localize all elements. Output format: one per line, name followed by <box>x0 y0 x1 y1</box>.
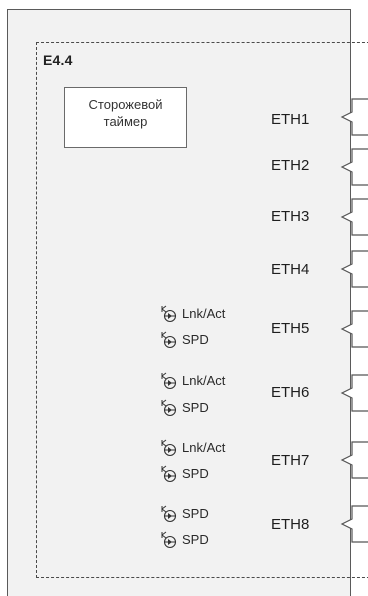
led-indicator-row: SPD <box>159 465 209 483</box>
led-indicator-row: SPD <box>159 531 209 549</box>
led-icon <box>161 531 177 549</box>
watchdog-timer-block: Сторожевой таймер <box>64 87 187 148</box>
port-label-eth3: ETH3 <box>271 208 310 225</box>
module-boundary <box>36 42 368 578</box>
led-indicator-row: Lnk/Act <box>159 439 225 457</box>
led-indicator-row: SPD <box>159 505 209 523</box>
port-label-eth2: ETH2 <box>271 157 310 174</box>
ethernet-connector-icon <box>340 250 368 288</box>
led-icon <box>161 372 177 390</box>
ethernet-connector-icon <box>340 98 368 136</box>
led-indicator-row: Lnk/Act <box>159 305 225 323</box>
watchdog-label-line2: таймер <box>103 114 148 129</box>
ethernet-connector-icon <box>340 198 368 236</box>
led-icon <box>161 331 177 349</box>
watchdog-label-line1: Сторожевой <box>88 97 163 112</box>
led-label: Lnk/Act <box>182 306 226 321</box>
port-label-eth5: ETH5 <box>271 320 310 337</box>
ethernet-connector-icon <box>340 148 368 186</box>
led-icon <box>161 305 177 323</box>
led-label: SPD <box>182 332 209 347</box>
port-label-eth6: ETH6 <box>271 384 310 401</box>
port-label-eth4: ETH4 <box>271 261 310 278</box>
led-label: SPD <box>182 466 209 481</box>
ethernet-connector-icon <box>340 441 368 479</box>
led-icon <box>161 399 177 417</box>
module-id-label: E4.4 <box>43 52 73 68</box>
led-label: SPD <box>182 532 209 547</box>
led-indicator-row: SPD <box>159 331 209 349</box>
ethernet-connector-icon <box>340 505 368 543</box>
led-label: Lnk/Act <box>182 373 226 388</box>
port-label-eth8: ETH8 <box>271 516 310 533</box>
ethernet-connector-icon <box>340 374 368 412</box>
led-label: Lnk/Act <box>182 440 226 455</box>
led-indicator-row: SPD <box>159 399 209 417</box>
led-label: SPD <box>182 400 209 415</box>
led-icon <box>161 505 177 523</box>
port-label-eth7: ETH7 <box>271 452 310 469</box>
led-label: SPD <box>182 506 209 521</box>
led-icon <box>161 465 177 483</box>
led-indicator-row: Lnk/Act <box>159 372 225 390</box>
led-icon <box>161 439 177 457</box>
ethernet-connector-icon <box>340 310 368 348</box>
port-label-eth1: ETH1 <box>271 111 310 128</box>
